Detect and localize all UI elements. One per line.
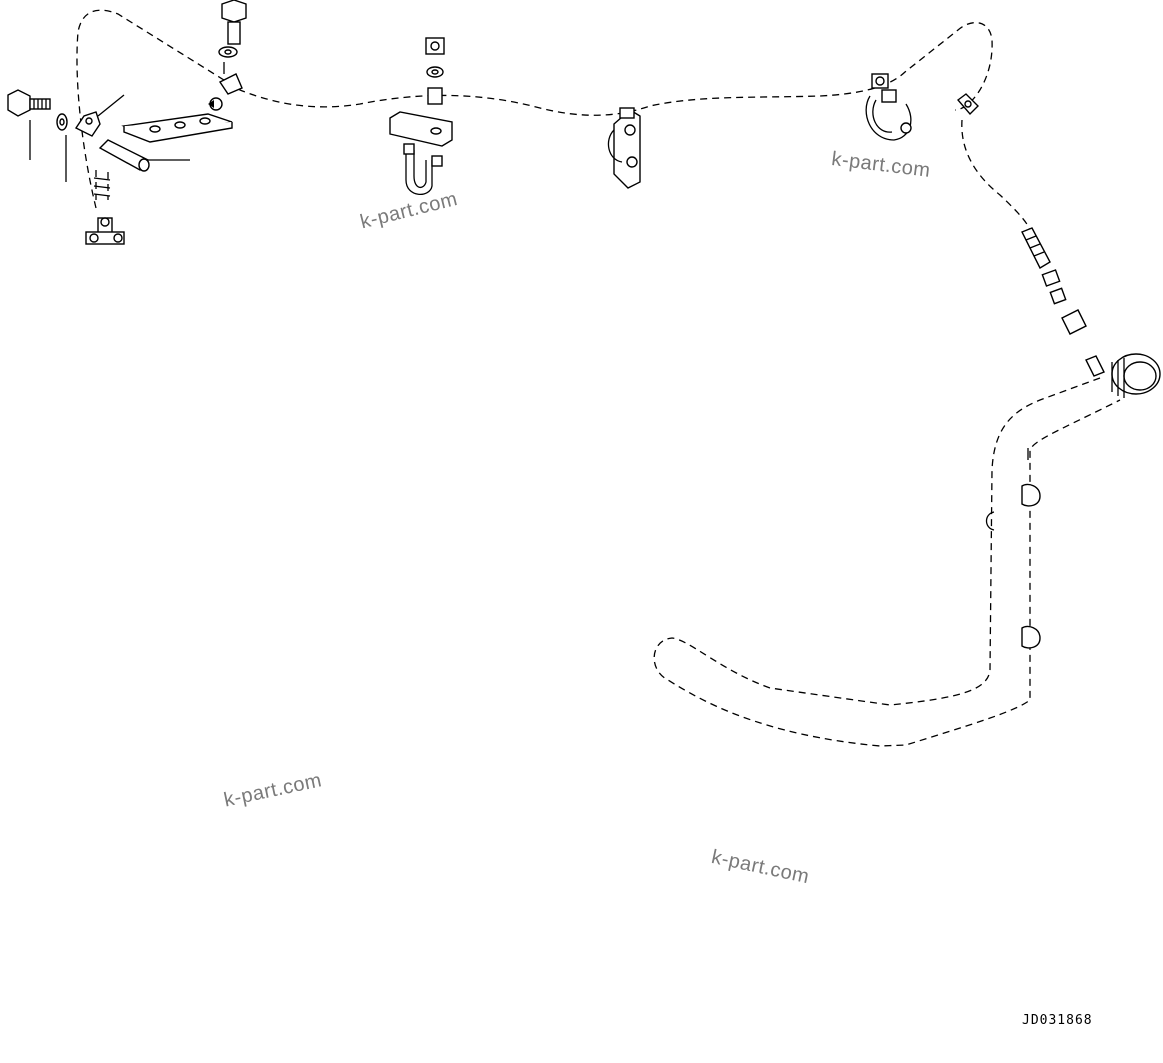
clip-left <box>74 94 125 137</box>
hose-bracket-middle <box>607 107 641 189</box>
tee-fitting <box>85 217 125 245</box>
hose-clamp-right <box>865 73 912 141</box>
pipe-clamp-marks <box>985 448 1041 649</box>
mounting-plate-left <box>121 113 233 143</box>
hex-bolt-left <box>7 89 51 160</box>
u-bolt-center <box>389 37 453 195</box>
drawing-code: JD031868 <box>1022 1013 1093 1028</box>
pipe-coupling <box>1111 353 1161 398</box>
frame-outline <box>76 9 993 209</box>
pipe-outline <box>653 377 1121 747</box>
small-clip-right <box>956 93 979 116</box>
fitting-chain-right <box>1021 227 1105 377</box>
hose-sleeve <box>98 139 190 172</box>
right-hose-outline <box>961 119 1031 233</box>
washer-left <box>56 113 68 182</box>
clamp-left <box>208 62 243 111</box>
hex-bolt-top <box>218 0 247 58</box>
spring-hose-left <box>93 170 111 200</box>
